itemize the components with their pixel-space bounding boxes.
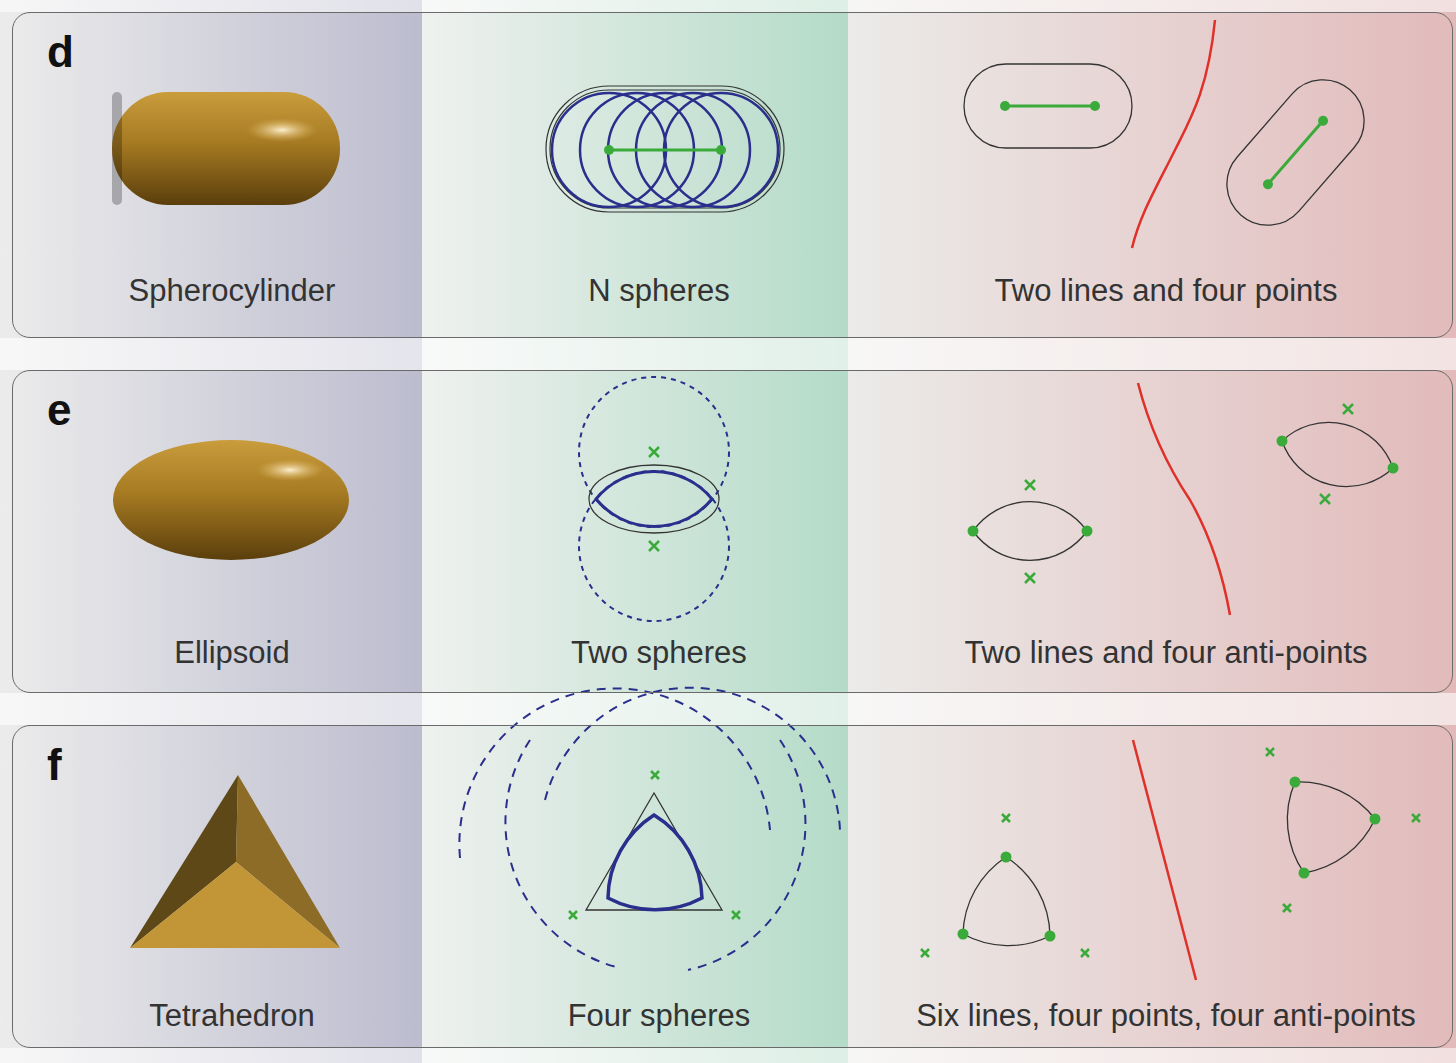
- shape-caption: Ellipsoid: [174, 635, 289, 671]
- shape-caption: Spherocylinder: [129, 273, 336, 309]
- model-caption: Two spheres: [571, 635, 747, 671]
- panel-letter: d: [47, 27, 74, 77]
- contact-caption: Six lines, four points, four anti-points: [916, 998, 1416, 1034]
- shape-caption: Tetrahedron: [149, 998, 314, 1034]
- figure-panel: eEllipsoid Two spheres Two lines and four …: [12, 370, 1453, 693]
- figure-panel: fTetrahedron Four spheres Six lines, four …: [12, 725, 1453, 1048]
- model-caption: Four spheres: [568, 998, 751, 1034]
- model-caption: N spheres: [588, 273, 729, 309]
- contact-caption: Two lines and four anti-points: [964, 635, 1367, 671]
- panel-letter: f: [47, 740, 62, 790]
- contact-caption: Two lines and four points: [995, 273, 1338, 309]
- panel-letter: e: [47, 385, 71, 435]
- figure-panel: dSpherocylinder N spheres Two lines and fo…: [12, 12, 1453, 338]
